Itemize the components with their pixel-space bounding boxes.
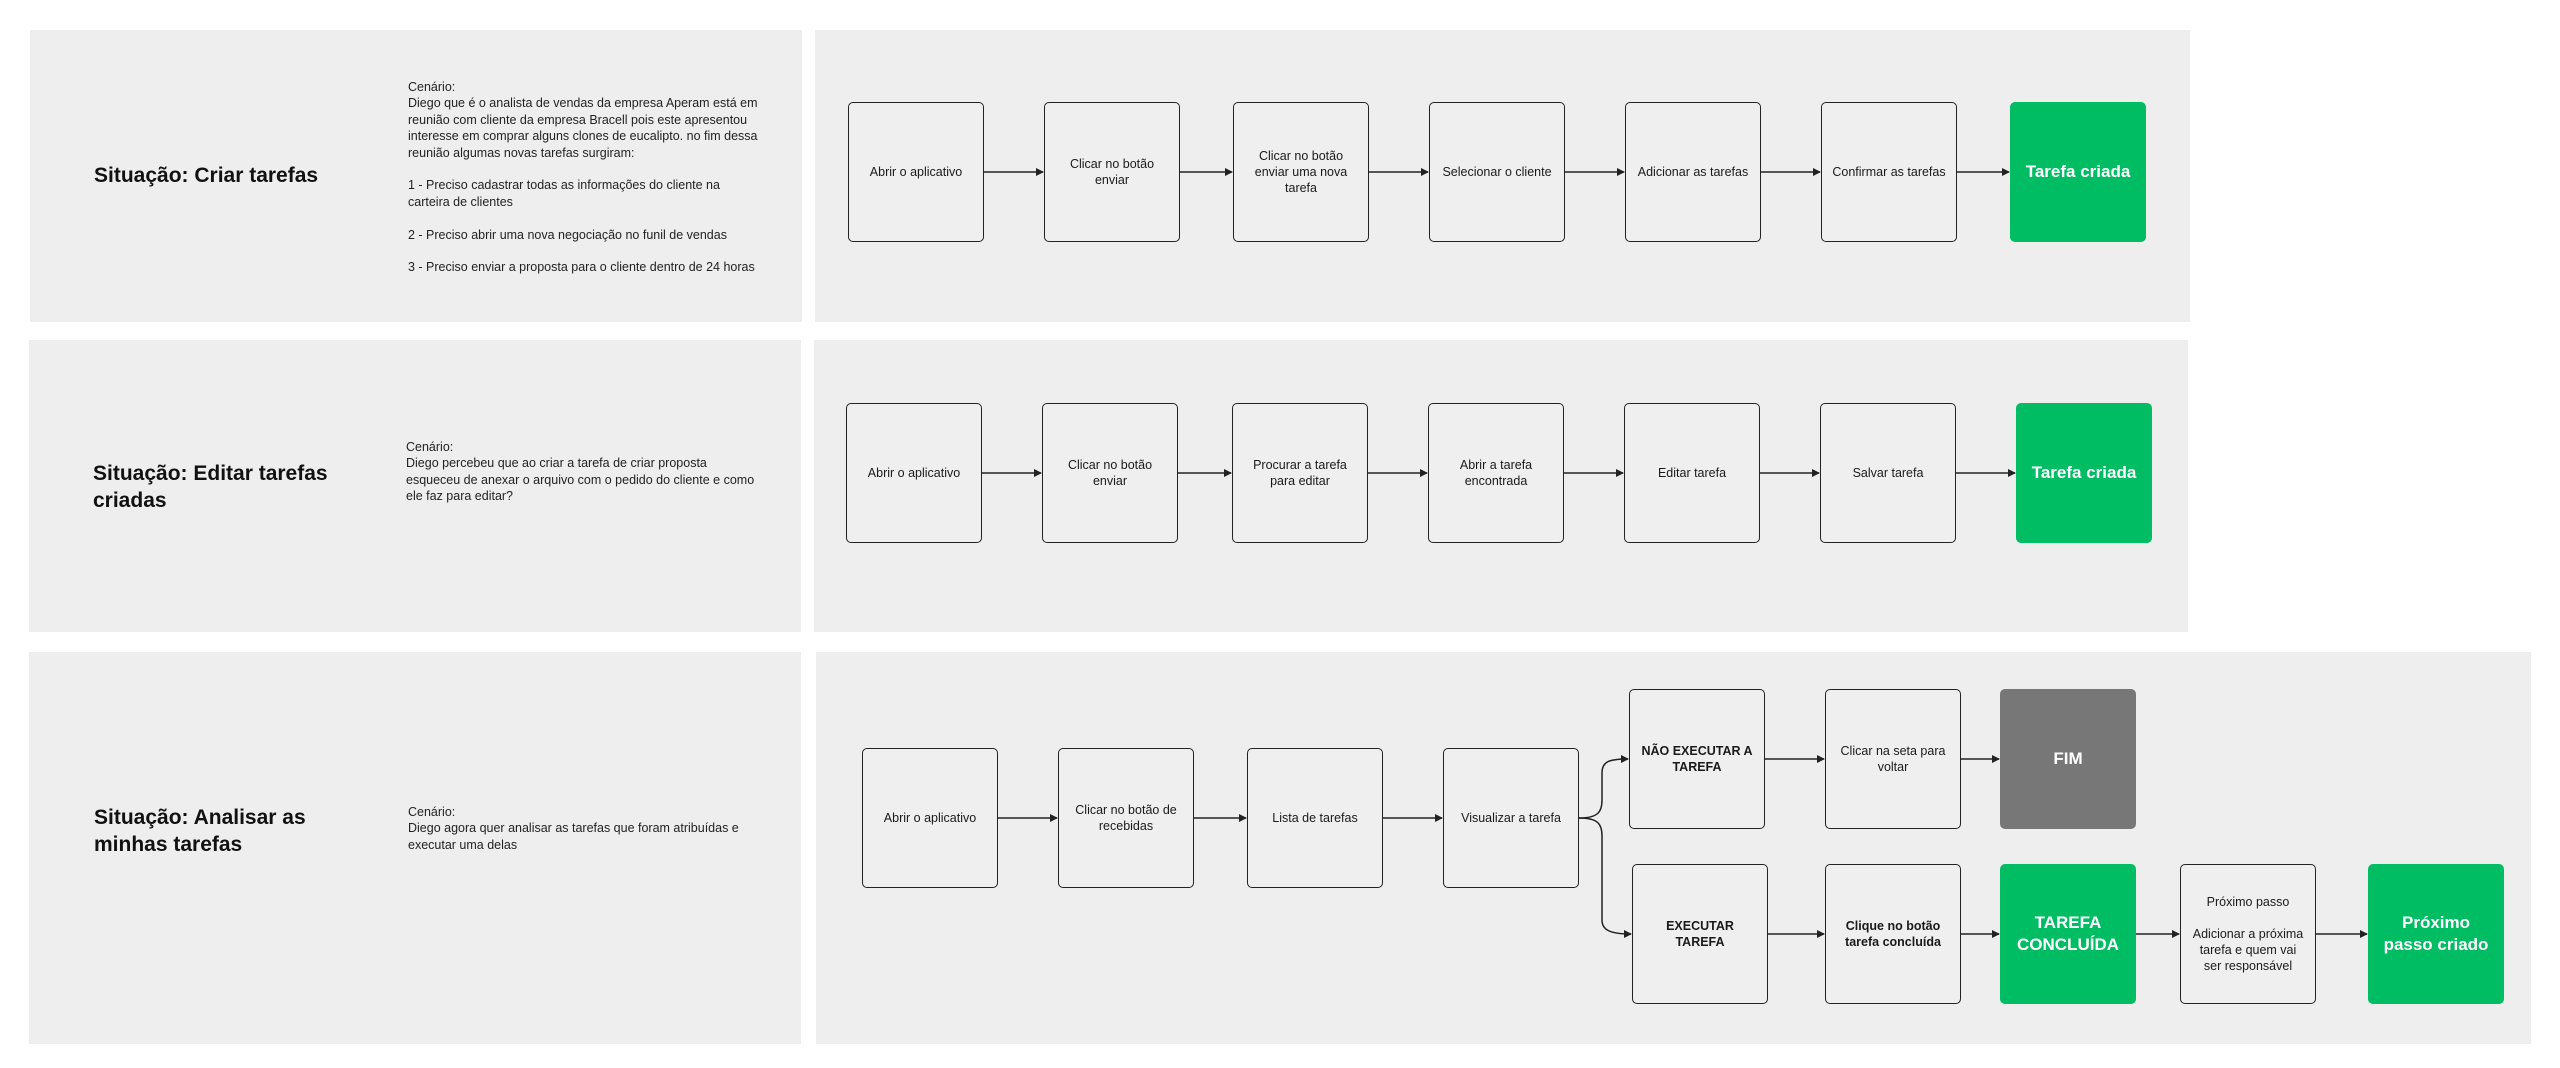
s1-step-send-new-task: Clicar no botão enviar uma nova tarefa [1233, 102, 1369, 242]
s2-step-edit-task: Editar tarefa [1624, 403, 1760, 543]
s1-step-add-tasks: Adicionar as tarefas [1625, 102, 1761, 242]
s2-step-open-found-task: Abrir a tarefa encontrada [1428, 403, 1564, 543]
s3-step-view-task: Visualizar a tarefa [1443, 748, 1579, 888]
section-2-scenario: Cenário: Diego percebeu que ao criar a t… [406, 440, 755, 504]
s3-branch-do-not-execute: NÃO EXECUTAR A TAREFA [1629, 689, 1765, 829]
s3-branch-next-step: Próximo passo Adicionar a próxima tarefa… [2180, 864, 2316, 1004]
s2-step-find-task: Procurar a tarefa para editar [1232, 403, 1368, 543]
s1-end-task-created: Tarefa criada [2010, 102, 2146, 242]
s1-step-click-send: Clicar no botão enviar [1044, 102, 1180, 242]
s3-branch-click-task-done: Clique no botão tarefa concluída [1825, 864, 1961, 1004]
s1-step-select-client: Selecionar o cliente [1429, 102, 1565, 242]
section-1-scenario: Cenário: Diego que é o analista de venda… [408, 80, 758, 275]
s3-branch-execute-task: EXECUTAR TAREFA [1632, 864, 1768, 1004]
s3-step-click-received: Clicar no botão de recebidas [1058, 748, 1194, 888]
section-1-title: Situação: Criar tarefas [94, 164, 319, 187]
s2-step-save-task: Salvar tarefa [1820, 403, 1956, 543]
s2-step-open-app: Abrir o aplicativo [846, 403, 982, 543]
section-3-left-panel [29, 652, 801, 1044]
s3-branch-next-step-created: Próximo passo criado [2368, 864, 2504, 1004]
section-1-left-panel [30, 30, 802, 322]
s1-step-confirm-tasks: Confirmar as tarefas [1821, 102, 1957, 242]
s3-branch-task-completed: TAREFA CONCLUÍDA [2000, 864, 2136, 1004]
section-3-title: Situação: Analisar as minhas tarefas [94, 806, 306, 856]
s3-branch-click-back-arrow: Clicar na seta para voltar [1825, 689, 1961, 829]
s1-step-open-app: Abrir o aplicativo [848, 102, 984, 242]
section-3-scenario: Cenário: Diego agora quer analisar as ta… [408, 805, 739, 852]
s3-branch-end: FIM [2000, 689, 2136, 829]
s2-step-click-send: Clicar no botão enviar [1042, 403, 1178, 543]
section-2-title: Situação: Editar tarefas criadas [93, 462, 328, 512]
s2-end-task-created: Tarefa criada [2016, 403, 2152, 543]
s3-step-open-app: Abrir o aplicativo [862, 748, 998, 888]
section-2-left-panel [29, 340, 801, 632]
s3-step-task-list: Lista de tarefas [1247, 748, 1383, 888]
